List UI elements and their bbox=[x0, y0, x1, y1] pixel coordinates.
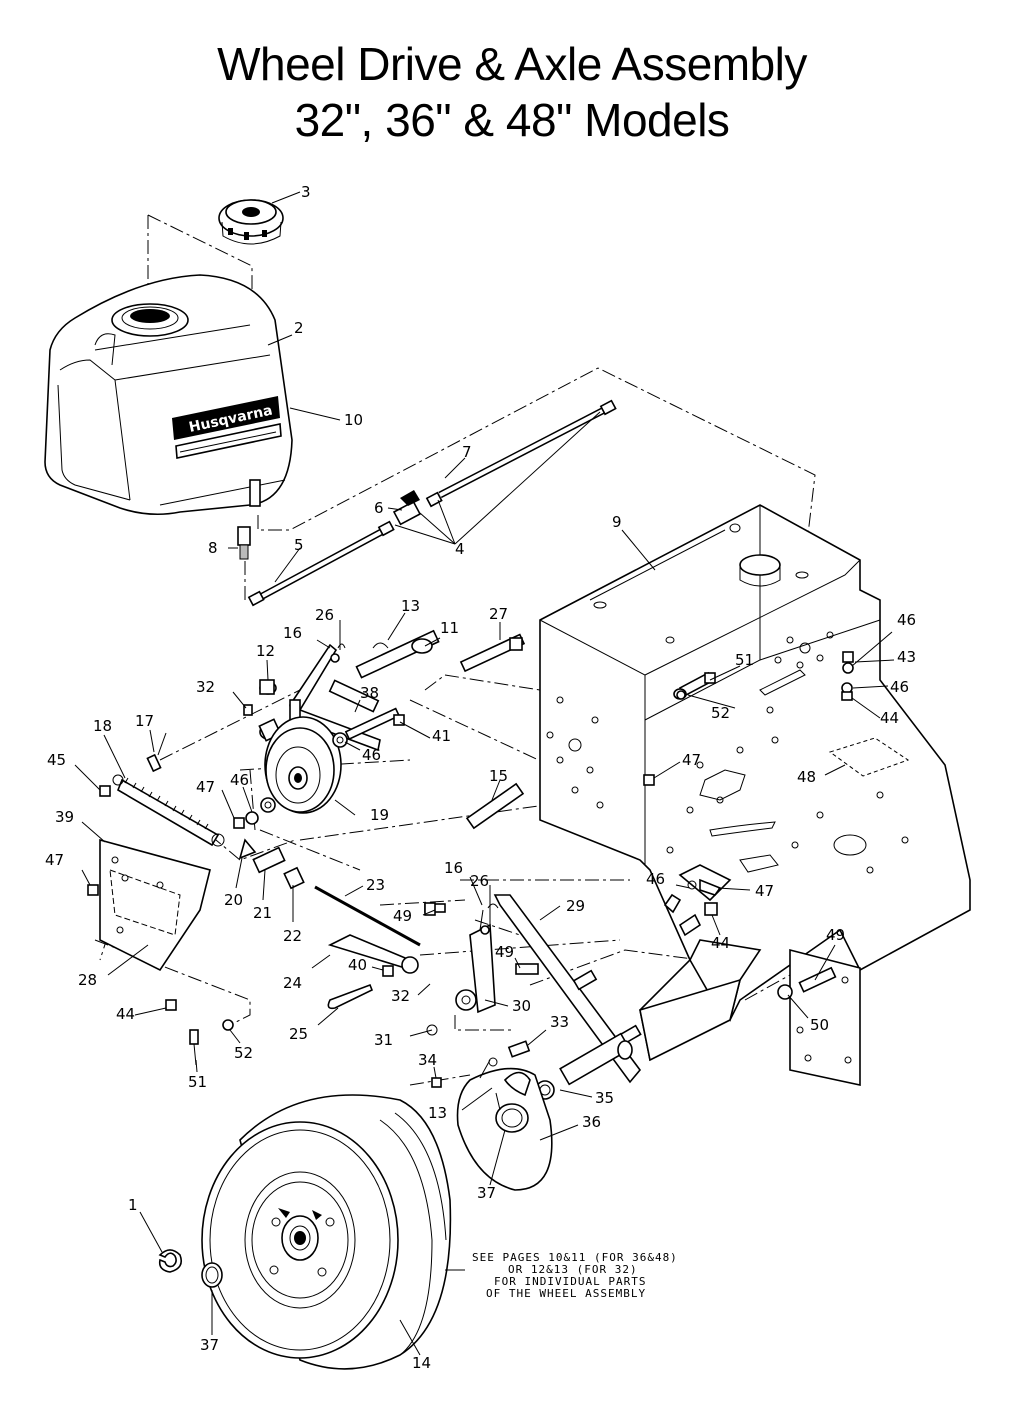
callout-41: 41 bbox=[432, 727, 451, 745]
callout-13-top: 13 bbox=[401, 597, 420, 615]
callout-46-frame-mid: 46 bbox=[890, 678, 909, 696]
callout-43: 43 bbox=[897, 648, 916, 666]
callout-44-right: 44 bbox=[711, 934, 730, 952]
callout-46-left: 46 bbox=[230, 771, 249, 789]
callout-32-left: 32 bbox=[196, 678, 215, 696]
fuel-tank: Husqvarna bbox=[44, 274, 293, 516]
callout-26-lever: 26 bbox=[470, 872, 489, 890]
main-frame bbox=[539, 504, 971, 1086]
callout-30: 30 bbox=[512, 997, 531, 1015]
callout-9: 9 bbox=[612, 513, 622, 531]
callout-49-mid: 49 bbox=[495, 943, 514, 961]
callout-51-frame: 51 bbox=[735, 651, 754, 669]
fuel-line-fitting bbox=[237, 526, 251, 560]
callout-20: 20 bbox=[224, 891, 243, 909]
callout-37-shield: 37 bbox=[477, 1184, 496, 1202]
callout-leader-lines bbox=[74, 191, 895, 1356]
callout-37-wheel: 37 bbox=[200, 1336, 219, 1354]
callout-50: 50 bbox=[810, 1016, 829, 1034]
callout-31: 31 bbox=[374, 1031, 393, 1049]
callout-26-top: 26 bbox=[315, 606, 334, 624]
callout-18: 18 bbox=[93, 717, 112, 735]
callout-7: 7 bbox=[462, 443, 472, 461]
note-line-3: FOR INDIVIDUAL PARTS bbox=[494, 1275, 646, 1288]
callout-40: 40 bbox=[348, 956, 367, 974]
callout-46-pulley: 46 bbox=[362, 746, 381, 764]
callout-32-mid: 32 bbox=[391, 987, 410, 1005]
callout-34: 34 bbox=[418, 1051, 437, 1069]
callout-48: 48 bbox=[797, 768, 816, 786]
callout-49-left: 49 bbox=[393, 907, 412, 925]
callout-21: 21 bbox=[253, 904, 272, 922]
fuel-lines bbox=[237, 399, 617, 607]
callout-25: 25 bbox=[289, 1025, 308, 1043]
callout-labels: 3 2 10 7 6 4 5 8 9 26 13 27 16 11 12 32 … bbox=[45, 183, 916, 1372]
brake-lever-assembly bbox=[424, 864, 837, 1100]
callout-44-frame: 44 bbox=[880, 709, 899, 727]
callout-14: 14 bbox=[412, 1354, 431, 1372]
callout-39: 39 bbox=[55, 808, 74, 826]
callout-2: 2 bbox=[294, 319, 304, 337]
callout-38: 38 bbox=[360, 684, 379, 702]
diagram-title-line-2: 32", 36" & 48" Models bbox=[294, 94, 730, 146]
callout-52-left: 52 bbox=[234, 1044, 253, 1062]
callout-16-lever: 16 bbox=[444, 859, 463, 877]
diagram-title-line-1: Wheel Drive & Axle Assembly bbox=[217, 38, 807, 90]
callout-33: 33 bbox=[550, 1013, 569, 1031]
callout-19: 19 bbox=[370, 806, 389, 824]
callout-47-right: 47 bbox=[755, 882, 774, 900]
callout-1: 1 bbox=[128, 1196, 138, 1214]
callout-46-frame-top: 46 bbox=[897, 611, 916, 629]
frame-holes bbox=[546, 631, 909, 874]
shafts-and-pins bbox=[344, 629, 716, 830]
callout-10: 10 bbox=[344, 411, 363, 429]
callout-5: 5 bbox=[294, 536, 304, 554]
brake-disc-shield bbox=[456, 1057, 553, 1191]
note-line-1: SEE PAGES 10&11 (FOR 36&48) bbox=[472, 1251, 678, 1264]
note-line-2: OR 12&13 (FOR 32) bbox=[508, 1263, 638, 1276]
spring bbox=[112, 774, 225, 847]
callout-36: 36 bbox=[582, 1113, 601, 1131]
callout-11: 11 bbox=[440, 619, 459, 637]
callout-49-right: 49 bbox=[826, 926, 845, 944]
callout-24: 24 bbox=[283, 974, 302, 992]
callout-8: 8 bbox=[208, 539, 218, 557]
callout-47-frame: 47 bbox=[682, 751, 701, 769]
hardware-small-parts bbox=[87, 642, 854, 1066]
retaining-ring bbox=[201, 1262, 223, 1288]
decal-plate bbox=[828, 737, 910, 777]
e-clip bbox=[158, 1249, 183, 1273]
callout-52-frame: 52 bbox=[711, 704, 730, 722]
callout-6: 6 bbox=[374, 499, 384, 517]
idler-pulley bbox=[264, 716, 342, 814]
callout-35: 35 bbox=[595, 1089, 614, 1107]
note-line-4: OF THE WHEEL ASSEMBLY bbox=[486, 1287, 646, 1300]
callout-16-top: 16 bbox=[283, 624, 302, 642]
wheel-assembly-note: SEE PAGES 10&11 (FOR 36&48) OR 12&13 (FO… bbox=[472, 1251, 678, 1300]
callout-44-left: 44 bbox=[116, 1005, 135, 1023]
callout-3: 3 bbox=[301, 183, 311, 201]
callout-12: 12 bbox=[256, 642, 275, 660]
drive-wheel bbox=[201, 1094, 452, 1370]
callout-27: 27 bbox=[489, 605, 508, 623]
mounting-plate bbox=[99, 838, 211, 972]
callout-29: 29 bbox=[566, 897, 585, 915]
callout-4: 4 bbox=[455, 540, 465, 558]
callout-23: 23 bbox=[366, 876, 385, 894]
fuel-shutoff-valve bbox=[392, 490, 422, 526]
callout-22: 22 bbox=[283, 927, 302, 945]
callout-28: 28 bbox=[78, 971, 97, 989]
callout-15: 15 bbox=[489, 767, 508, 785]
callout-13-lower: 13 bbox=[428, 1104, 447, 1122]
callout-45: 45 bbox=[47, 751, 66, 769]
callout-47-left: 47 bbox=[196, 778, 215, 796]
callout-47-plate: 47 bbox=[45, 851, 64, 869]
fuel-cap bbox=[218, 199, 284, 245]
callout-46-right: 46 bbox=[646, 870, 665, 888]
callout-17: 17 bbox=[135, 712, 154, 730]
callout-51-left: 51 bbox=[188, 1073, 207, 1091]
